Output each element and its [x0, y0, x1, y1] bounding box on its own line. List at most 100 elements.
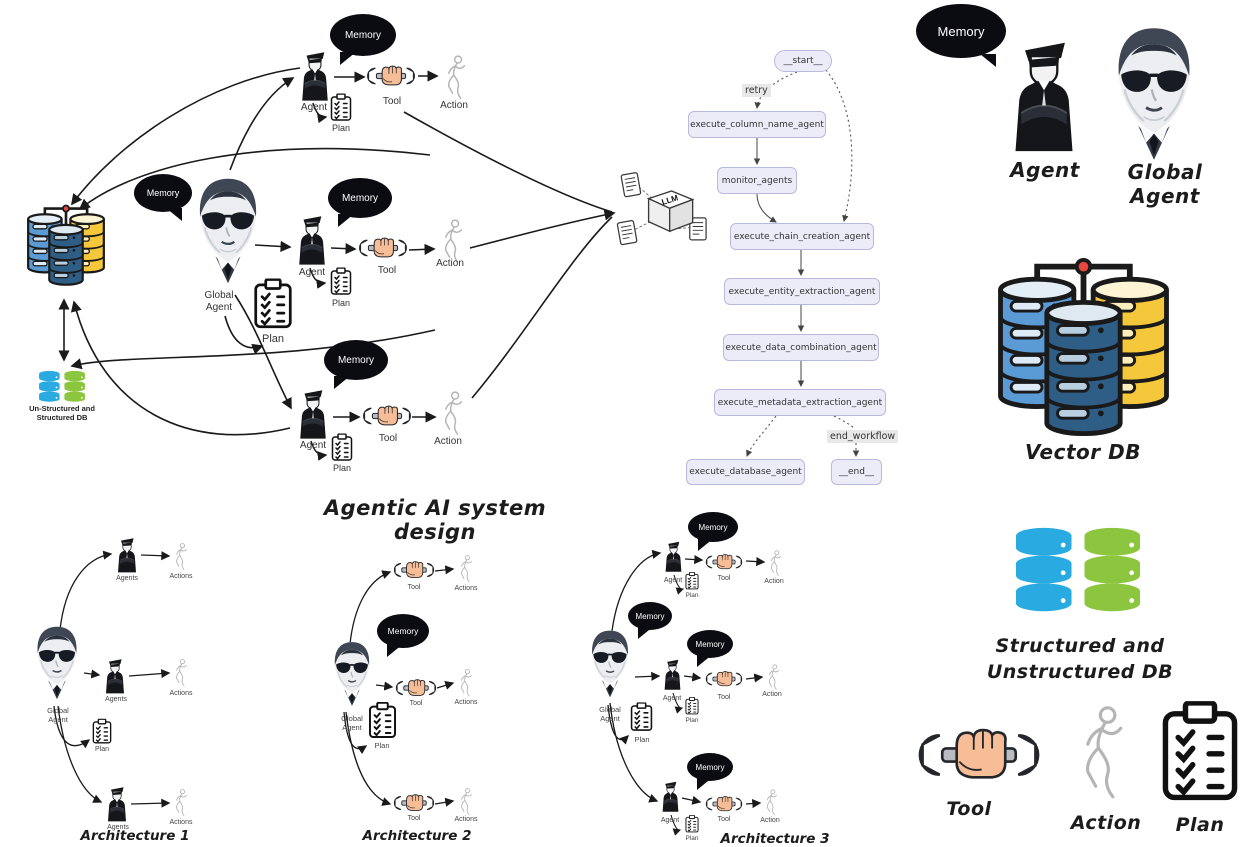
plan-icon [330, 93, 352, 122]
memory-bubble: Memory [330, 14, 396, 56]
tool-label: Tool [377, 265, 397, 276]
legend-structured-db-line1: Structured and [995, 635, 1165, 657]
plan-icon [685, 697, 699, 715]
tool-label: Tool [378, 433, 398, 444]
agent-icon [660, 780, 681, 813]
action-label: Action [760, 817, 780, 824]
plan-icon [330, 267, 352, 296]
unstructured-db-label-line1: Un-Structured and [29, 404, 95, 413]
action-icon [763, 788, 779, 816]
workflow-node-execute-column-name-agent: execute_column_name_agent [688, 111, 826, 138]
agent-icon [115, 537, 139, 573]
vector-db-icon [22, 196, 110, 288]
action-icon [457, 787, 474, 816]
plan-icon [685, 815, 699, 833]
action-icon [172, 788, 189, 817]
agent-icon [298, 50, 332, 102]
workflow-node-start: __start__ [774, 50, 832, 72]
global-agent-label: Global Agent [599, 705, 621, 723]
plan-label: Plan [685, 592, 699, 599]
workflow-node-execute-database-agent: execute_database_agent [686, 459, 805, 485]
plan-label: Plan [332, 463, 351, 473]
memory-bubble: Memory [687, 753, 733, 781]
plan-label: Plan [331, 123, 350, 133]
page-title: Agentic AI system design [323, 496, 547, 544]
global-agent-label: Global Agent [204, 290, 234, 313]
workflow-node-end: __end__ [831, 459, 882, 485]
workflow-node-execute-data-combination-agent: execute_data_combination_agent [723, 334, 879, 361]
global-agent-icon [587, 627, 633, 701]
memory-bubble: Memory [688, 512, 738, 542]
action-icon [765, 663, 781, 691]
actions-label: Actions [169, 690, 193, 697]
unstructured-db-label: Un-Structured and Structured DB [10, 404, 114, 422]
architecture-3-arrows [607, 549, 766, 836]
plan-icon [630, 702, 653, 732]
tool-label: Tool [717, 694, 731, 701]
plan-icon [92, 718, 112, 745]
legend-agent-icon [1006, 38, 1082, 154]
tool-icon [395, 678, 437, 698]
agent-label: Agent [663, 577, 683, 584]
actions-label: Actions [169, 573, 193, 580]
tool-label: Tool [717, 816, 731, 823]
legend-global-agent-icon [1108, 26, 1200, 162]
legend-vector-db-icon [987, 243, 1180, 437]
plan-icon [253, 278, 293, 330]
workflow-edge-label-retry: retry [742, 84, 771, 97]
action-icon [441, 54, 469, 100]
tool-icon [393, 560, 435, 580]
plan-icon [331, 433, 353, 462]
tool-label: Tool [407, 815, 421, 822]
memory-bubble: Memory [134, 174, 192, 212]
action-icon [438, 390, 466, 436]
tool-icon [366, 64, 416, 88]
tool-label: Tool [382, 96, 402, 107]
workflow-node-execute-metadata-extraction-agent: execute_metadata_extraction_agent [714, 389, 886, 416]
memory-bubble: Memory [377, 614, 429, 648]
action-icon [457, 668, 474, 697]
action-label: Action [434, 436, 462, 447]
memory-bubble: Memory [687, 630, 733, 658]
workflow-edge-label-end-workflow: end_workflow [827, 430, 899, 443]
action-label: Action [762, 691, 782, 698]
agent-label: Agent [299, 440, 327, 451]
legend-agent-label: Agent [1010, 158, 1080, 182]
architecture-1-arrows [53, 550, 171, 808]
tool-icon [705, 670, 743, 688]
global-agent-icon [192, 172, 264, 290]
plan-label: Plan [634, 735, 650, 744]
legend-vector-db-label: Vector DB [1025, 440, 1141, 464]
tool-label: Tool [407, 584, 421, 591]
architecture-2: Tool Actions Memory Global Agent Tool Ac… [300, 552, 530, 844]
plan-label: Plan [331, 298, 350, 308]
workflow-graph: __start__ retry execute_column_name_agen… [676, 42, 899, 494]
plan-label: Plan [685, 717, 699, 724]
agent-icon [662, 658, 683, 691]
tool-icon [393, 793, 435, 813]
actions-label: Actions [454, 585, 478, 592]
workflow-node-execute-chain-creation-agent: execute_chain_creation_agent [730, 223, 874, 250]
agents-label: Agents [107, 824, 129, 831]
tool-label: Tool [409, 700, 423, 707]
architecture-1-caption: Architecture 1 [80, 828, 190, 844]
tool-icon [705, 553, 743, 571]
legend-memory-bubble: Memory [916, 4, 1006, 58]
architecture-3-caption: Architecture 3 [720, 831, 830, 847]
unstructured-db-label-line2: Structured DB [36, 413, 88, 422]
actions-label: Actions [169, 819, 193, 826]
legend-plan-label: Plan [1175, 814, 1225, 836]
legend-action-label: Action [1070, 812, 1142, 834]
tool-icon [705, 795, 743, 813]
action-label: Action [440, 100, 468, 111]
plan-icon [368, 702, 397, 739]
workflow-node-execute-entity-extraction-agent: execute_entity_extraction_agent [724, 278, 880, 305]
agent-icon [296, 388, 330, 440]
agent-icon [663, 540, 684, 573]
agent-icon [103, 658, 127, 694]
memory-bubble: Memory [628, 602, 672, 630]
global-agent-label: Global Agent [47, 706, 69, 724]
tool-icon [362, 404, 412, 428]
